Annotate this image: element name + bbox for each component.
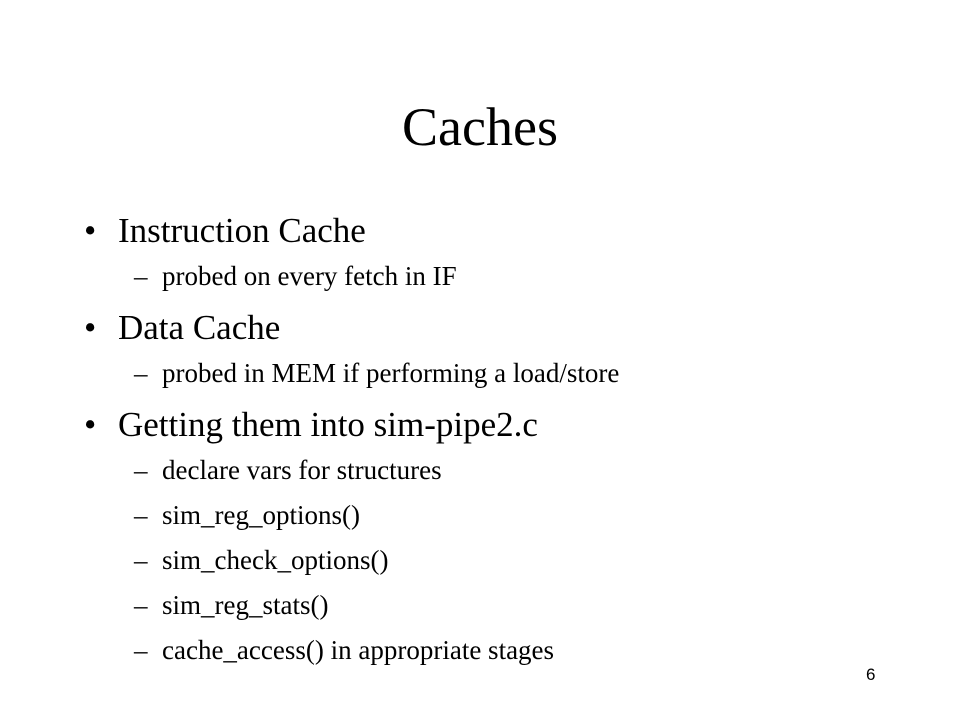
bullet-marker: • <box>84 308 97 347</box>
sub-bullet-item: – cache_access() in appropriate stages <box>80 632 920 677</box>
sub-bullet-text: declare vars for structures <box>162 455 442 485</box>
bullet-marker: • <box>84 405 97 444</box>
sub-bullet-text: sim_reg_options() <box>162 500 360 530</box>
bullet-list: • Instruction Cache – probed on every fe… <box>80 206 920 677</box>
bullet-item: • Instruction Cache <box>80 206 920 258</box>
sub-bullet-marker: – <box>134 635 148 665</box>
bullet-text: Data Cache <box>118 308 281 347</box>
sub-bullet-item: – declare vars for structures <box>80 452 920 497</box>
sub-bullet-text: probed on every fetch in IF <box>162 261 457 291</box>
sub-bullet-marker: – <box>134 455 148 485</box>
sub-bullet-text: cache_access() in appropriate stages <box>162 635 555 665</box>
sub-bullet-item: – probed in MEM if performing a load/sto… <box>80 355 920 400</box>
sub-bullet-marker: – <box>134 500 148 530</box>
bullet-item: • Data Cache <box>80 303 920 355</box>
sub-bullet-text: sim_reg_stats() <box>162 590 329 620</box>
sub-bullet-marker: – <box>134 590 148 620</box>
sub-bullet-item: – sim_check_options() <box>80 542 920 587</box>
sub-bullet-marker: – <box>134 261 148 291</box>
sub-bullet-text: probed in MEM if performing a load/store <box>162 358 620 388</box>
sub-bullet-item: – sim_reg_stats() <box>80 587 920 632</box>
sub-bullet-text: sim_check_options() <box>162 545 389 575</box>
sub-bullet-marker: – <box>134 358 148 388</box>
bullet-text: Getting them into sim-pipe2.c <box>118 405 538 444</box>
bullet-marker: • <box>84 211 97 250</box>
sub-bullet-marker: – <box>134 545 148 575</box>
sub-bullet-item: – probed on every fetch in IF <box>80 258 920 303</box>
page-number: 6 <box>866 665 876 684</box>
sub-bullet-item: – sim_reg_options() <box>80 497 920 542</box>
bullet-text: Instruction Cache <box>118 211 366 250</box>
slide-title: Caches <box>402 97 558 157</box>
bullet-item: • Getting them into sim-pipe2.c <box>80 400 920 452</box>
